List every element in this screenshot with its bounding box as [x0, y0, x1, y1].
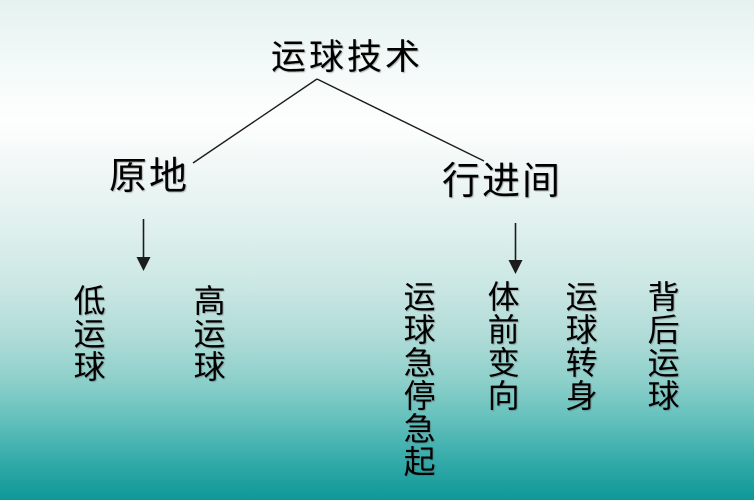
diagram-leaf-low-dribble: 低运球	[69, 284, 106, 383]
branch-line-right	[316, 78, 485, 162]
diagram-node-moving: 行进间	[442, 161, 563, 203]
diagram-leaf-spin-dribble: 运球转身	[561, 280, 598, 412]
branch-line-left	[192, 78, 318, 164]
diagram-leaf-stop-and-go-dribble: 运球急停急起	[399, 280, 436, 478]
down-arrow-left-icon	[136, 219, 151, 271]
diagram-leaf-behind-the-back-dribble: 背后运球	[643, 280, 680, 412]
diagram-leaf-high-dribble: 高运球	[189, 284, 226, 383]
diagram-root-node: 运球技术	[271, 38, 424, 77]
down-arrow-right-icon	[508, 223, 523, 274]
diagram-node-stationary: 原地	[109, 156, 190, 198]
diagram-leaf-crossover-dribble: 体前变向	[483, 280, 520, 412]
